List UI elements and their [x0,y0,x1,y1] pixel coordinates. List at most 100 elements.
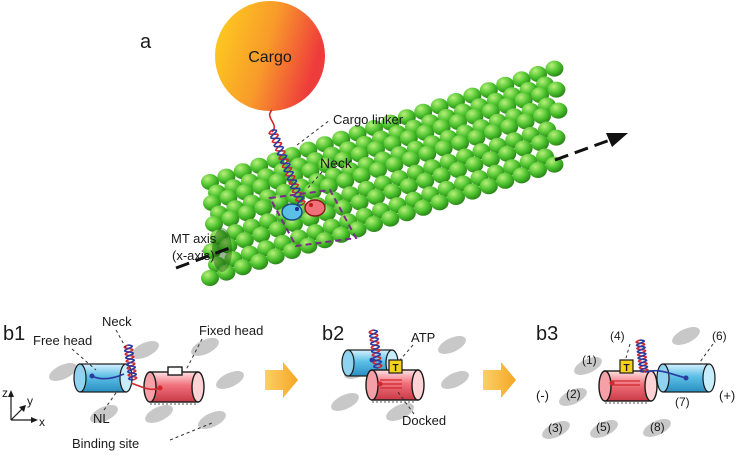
motor-heads-a [281,199,326,221]
b3-site-2: (2) [566,387,581,401]
neck-b3-strand [635,339,649,373]
tubulin-subunit [250,253,269,270]
tubulin-subunit [451,135,469,151]
neck-coil-b3 [635,339,649,373]
tubulin-subunit [299,237,318,254]
tubulin-subunit [367,189,385,205]
tubulin-subunit [463,183,482,200]
tubulin-subunit [233,259,252,276]
atp-badge-text-b2: T [392,363,398,374]
fixed-head-b3 [598,370,658,404]
axis-z-label: z [2,386,8,400]
b1-neck-label: Neck [102,314,132,329]
microtubule [175,60,628,286]
panel-label-b3: b3 [536,323,558,345]
mt-axis-label-1: MT axis [171,231,217,246]
b3-site-6: (6) [712,329,727,343]
cargo-linker-label: Cargo linker [333,112,404,127]
tubulin-subunit [365,216,383,232]
tubulin-subunit [369,162,387,178]
tubulin-subunit [383,183,402,200]
neck-highlight-box [268,188,358,248]
b2-docked-label: Docked [402,413,446,428]
tubulin-subunit [416,172,435,189]
b2-atp-label: ATP [411,330,435,345]
tubulin-subunit [254,199,273,216]
tubulin-subunit [235,232,254,249]
b1-free-head-label: Free head [33,333,92,348]
free-head-b3 [644,363,716,393]
b3-site-5: (5) [596,420,611,434]
tubulin-subunit [500,118,519,135]
tubulin-subunit [516,113,535,130]
binding-sites-b1 [49,338,244,429]
mt-axis-line-front [554,138,611,162]
tubulin-subunit [496,172,515,189]
tubulin-subunit [545,60,564,77]
tubulin-subunit [432,167,451,184]
tubulin-subunit [217,264,236,281]
tubulin-subunit [268,221,287,238]
mt-axis-label-2: (x-axis) [172,248,215,263]
tubulin-subunit [315,232,334,249]
b1-binding-site-label: Binding site [72,436,139,451]
neck-label: Neck [320,155,353,171]
tubulin-subunit [352,167,371,184]
tubulin-subunit [481,151,500,168]
tubulin-subunit [237,205,256,222]
panel-label-a: a [140,31,152,53]
tubulin-subunit [201,270,219,286]
cargo-linker [268,109,306,206]
tubulin-subunit [414,199,433,216]
neck-leader [305,171,323,191]
tubulin-subunit [348,221,367,238]
neck-coil-b2 [368,329,383,369]
tubulin-subunit [529,162,547,178]
axis-y-label: y [27,394,33,408]
tubulin-subunit [467,129,486,146]
fixed-head-b2 [365,369,425,403]
tubulin-subunit [418,145,437,162]
neck-coil-b1 [123,344,138,381]
tubulin-subunit [430,194,449,211]
tubulin-subunit [401,151,420,168]
tubulin-subunit [465,156,484,173]
axis-x-label: x [39,415,45,429]
tubulin-subunit [283,243,301,259]
transition-arrow-2 [483,362,516,398]
tubulin-subunit [336,172,355,189]
transition-arrow-1 [265,362,298,398]
tubulin-subunit [385,156,404,173]
b1-nl-label: NL [93,411,110,426]
tubulin-subunit [483,124,502,141]
neck-b1-strand [123,344,138,381]
tubulin-subunit [252,226,271,243]
mt-axis-arrowhead [606,133,628,147]
tubulin-subunit [547,81,566,98]
tubulin-subunit [399,178,418,195]
panel-label-b2: b2 [322,323,344,345]
tubulin-subunit [547,129,566,146]
tubulin-subunit [498,145,517,162]
tubulin-subunit [512,167,531,184]
tubulin-subunit [533,108,551,124]
cargo: Cargo [215,1,325,111]
b3-site-4: (4) [610,329,625,343]
b1-fixed-head-label: Fixed head [199,323,263,338]
tubulin-subunit [447,189,465,205]
b3-site-7: (7) [675,395,690,409]
tubulin-subunit [434,140,453,157]
tubulin-subunit [334,199,353,216]
tubulin-subunit [531,135,549,151]
b3-site-3: (3) [548,421,563,435]
tubulin-subunit [545,156,564,173]
tubulin-subunit [381,210,400,227]
b3-plus-end-label: (+) [719,388,735,403]
tubulin-subunit [221,210,240,227]
atp-badge-b3: T [619,359,634,374]
b3-minus-end-label: (-) [536,388,549,403]
cargo-linker-leader [296,119,331,146]
cargo-label: Cargo [248,49,292,66]
b3-site-8: (8) [650,420,665,434]
